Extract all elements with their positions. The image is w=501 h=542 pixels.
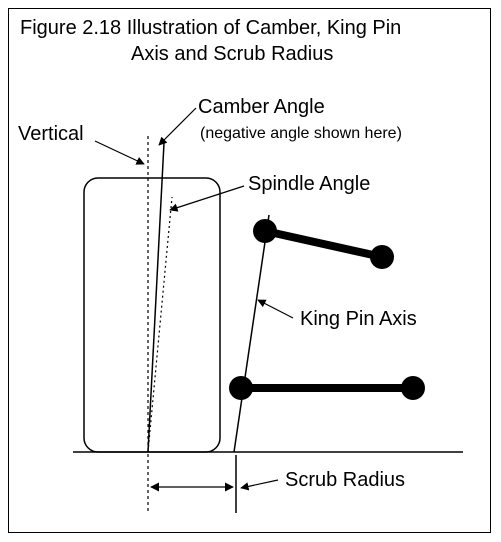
king-pin-axis-leader (257, 299, 294, 319)
figure-caption-line2: Axis and Scrub Radius (131, 43, 333, 65)
spindle-angle-leader (169, 185, 245, 212)
upper-inner-pivot (370, 245, 394, 269)
upper-control-arm (264, 227, 383, 261)
figure-frame (8, 8, 491, 533)
king-pin-axis-label: King Pin Axis (300, 308, 417, 330)
vertical-leader (94, 140, 145, 165)
scrub-radius-label: Scrub Radius (285, 469, 405, 491)
king-pin-axis-line (233, 214, 270, 453)
vertical-label: Vertical (18, 123, 84, 145)
camber-angle-leader (158, 107, 197, 146)
camber-line (147, 142, 165, 453)
figure-caption-line1: Figure 2.18 Illustration of Camber, King… (20, 17, 401, 39)
spindle-angle-line (147, 196, 173, 453)
camber-angle-note: (negative angle shown here) (200, 125, 402, 142)
camber-angle-label: Camber Angle (198, 96, 325, 118)
lower-inner-pivot (401, 376, 425, 400)
upper-ball-joint (253, 219, 277, 243)
tire-outline (83, 177, 221, 453)
scrub-radius-leader (240, 479, 279, 491)
lower-ball-joint (229, 376, 253, 400)
spindle-angle-label: Spindle Angle (248, 173, 370, 195)
